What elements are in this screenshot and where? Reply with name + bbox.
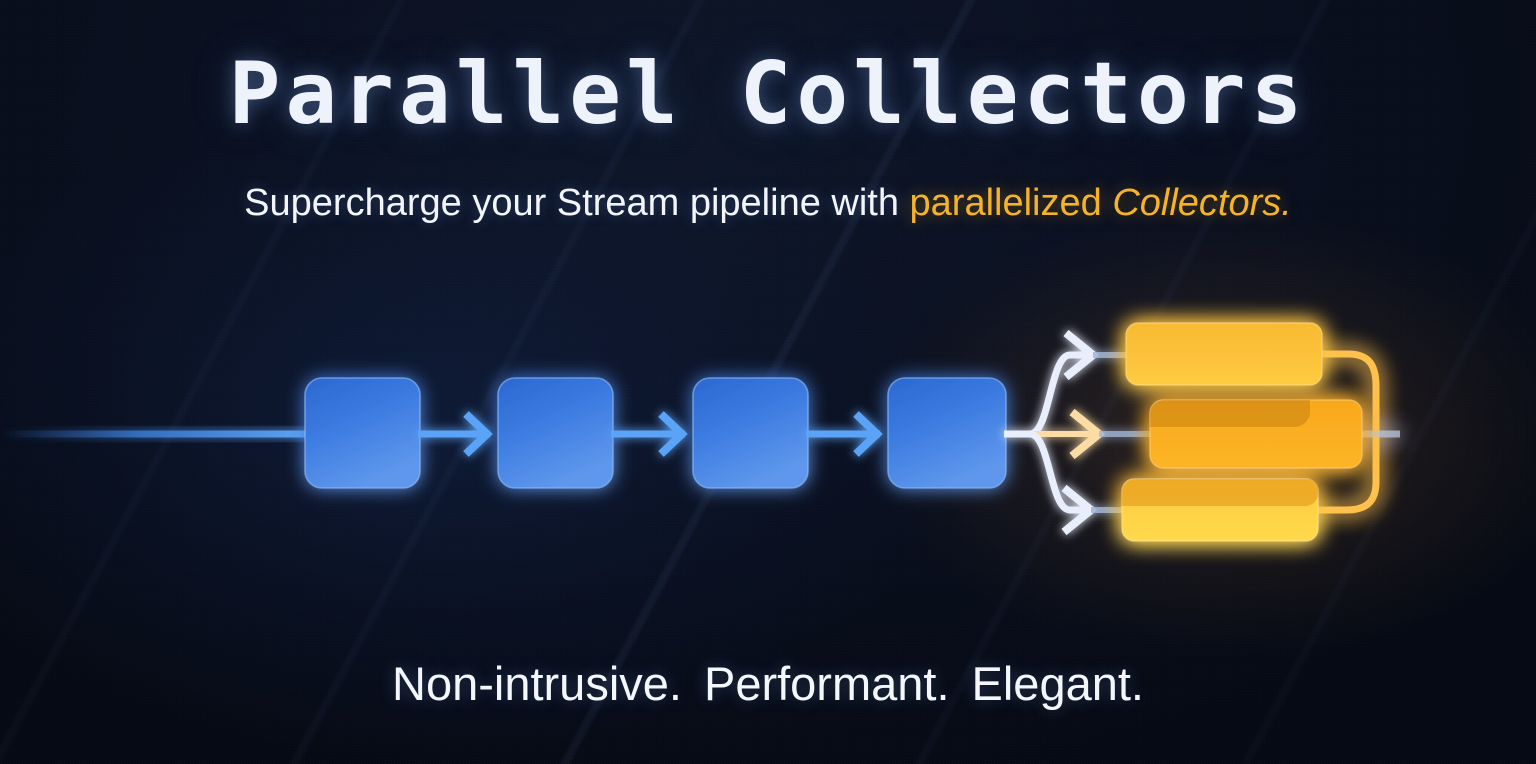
arrow-stage2-stage3: [611, 411, 688, 457]
orange-node-collector-1: [1125, 322, 1323, 386]
fanout-arrow-top: [1004, 329, 1126, 438]
subtitle-lead: Supercharge your Stream pipeline with: [244, 182, 910, 224]
tagline-item-1: Non-intrusive.: [392, 657, 682, 710]
blue-node-stage-3: [692, 377, 809, 489]
page-tagline: Non-intrusive. Performant. Elegant.: [0, 656, 1536, 711]
orange-node-collector-2: [1149, 399, 1363, 469]
blue-stage-nodes: [304, 377, 1007, 489]
blue-node-stage-4: [887, 377, 1007, 489]
subtitle-space: [1102, 182, 1113, 224]
pipeline-input-line: [0, 430, 310, 438]
blue-flow-arrows: [418, 411, 883, 457]
subtitle-accent: parallelized: [909, 182, 1102, 224]
page-title: Parallel Collectors: [228, 44, 1308, 144]
orange-collector-nodes: [1121, 322, 1363, 542]
tagline-item-3: Elegant.: [971, 657, 1144, 710]
orange-node-collector-3: [1121, 478, 1319, 542]
subtitle-accent-italic: Collectors.: [1112, 182, 1292, 224]
page-subtitle: Supercharge your Stream pipeline with pa…: [0, 182, 1536, 225]
arrow-stage1-stage2: [418, 411, 493, 457]
blue-node-stage-1: [304, 377, 421, 489]
blue-node-stage-2: [497, 377, 614, 489]
tagline-item-2: Performant.: [703, 657, 950, 710]
fanout-arrows: [1004, 329, 1150, 536]
arrow-stage3-stage4: [806, 411, 883, 457]
fanout-arrow-bottom: [1004, 430, 1122, 536]
